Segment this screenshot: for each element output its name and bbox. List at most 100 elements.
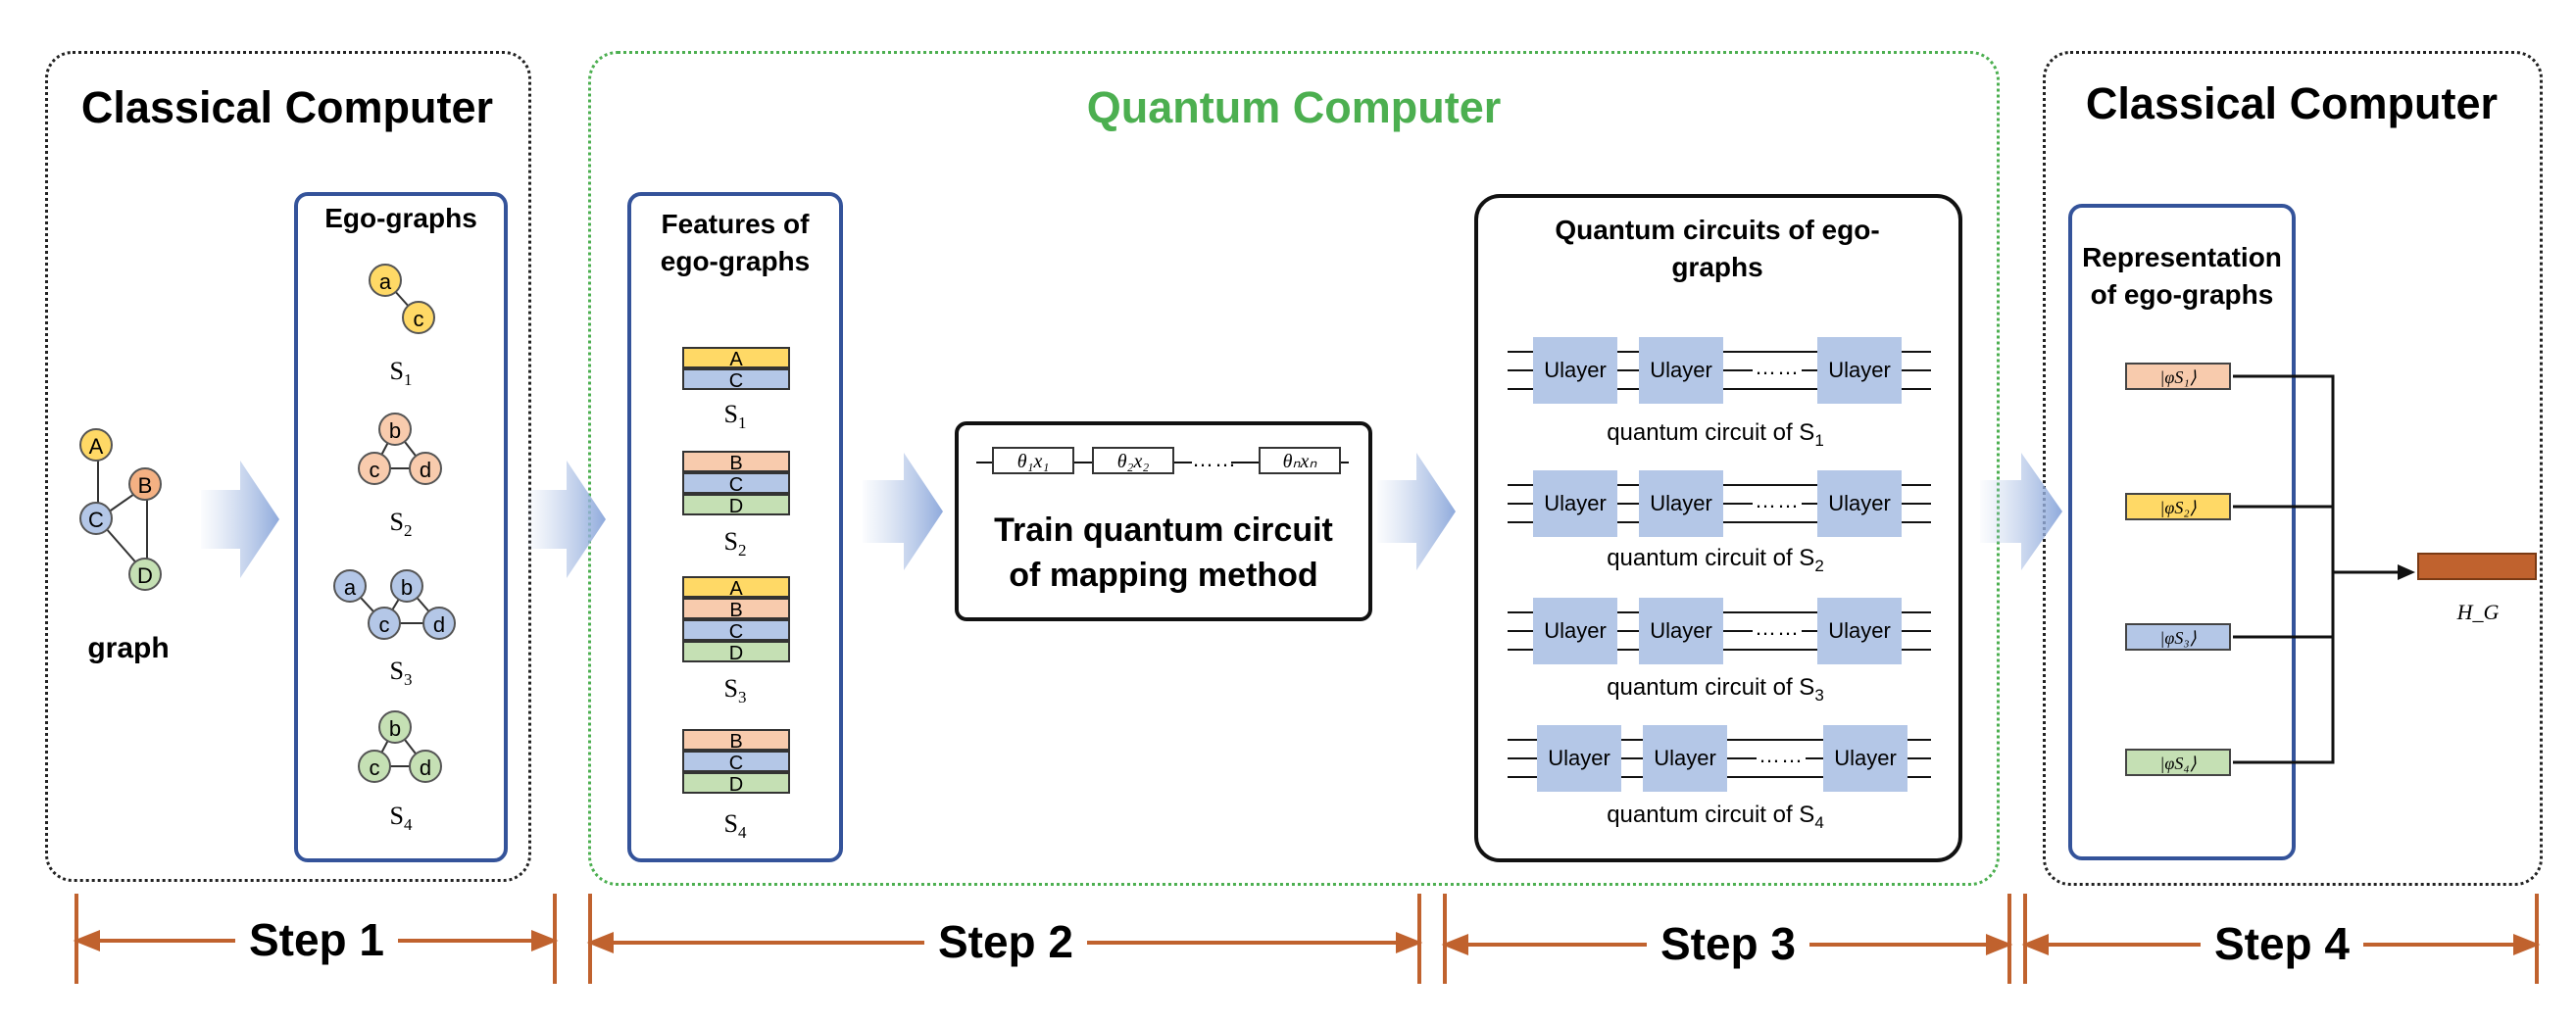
train-title-line2: of mapping method — [1009, 557, 1318, 594]
representation-title: Representation of ego-graphs — [2072, 239, 2292, 314]
ket-s4: |φS₄⟩ — [2125, 749, 2231, 776]
quantum-circuits-title: Quantum circuits of ego- graphs — [1510, 212, 1925, 286]
circuit-row-2: Ulayer Ulayer …… Ulayer — [1508, 470, 1931, 537]
train-gate-1: θ₁x₁ — [992, 447, 1074, 474]
ego-s4-node-c: c — [358, 750, 391, 783]
train-circuit-title: Train quantum circuit of mapping method — [959, 508, 1368, 598]
ego-s3-node-c: c — [368, 607, 401, 640]
step-3-label-wrap: Step 3 — [1447, 917, 2009, 970]
ulayer-block: Ulayer — [1817, 337, 1902, 404]
circuit-row-1: Ulayer Ulayer …… Ulayer — [1508, 337, 1931, 404]
ego-s3-node-b: b — [390, 569, 423, 603]
train-gate-2: θ₂x₂ — [1092, 447, 1174, 474]
ego-s2-label: S2 — [389, 508, 413, 541]
flow-arrow-5 — [1980, 453, 2062, 570]
ego-s2-node-c: c — [358, 452, 391, 485]
ulayer-block: Ulayer — [1817, 598, 1902, 664]
flow-arrow-4 — [1377, 453, 1456, 570]
ego-s3-label: S3 — [389, 657, 413, 690]
ego-graphs-title: Ego-graphs — [324, 203, 477, 233]
graph-node-b: B — [128, 467, 162, 501]
step-1-label: Step 1 — [234, 914, 399, 965]
feature-s1-label: S1 — [723, 400, 747, 433]
ego-s4-node-d: d — [409, 750, 442, 783]
step-4-label-wrap: Step 4 — [2027, 917, 2537, 970]
train-gate-n: θₙxₙ — [1259, 447, 1341, 474]
feature-s3-row-d: D — [682, 641, 790, 664]
classical-computer-panel-right — [2043, 51, 2543, 886]
circuit-dots: …… — [1753, 615, 1802, 641]
ego-s4-node-b: b — [378, 710, 412, 744]
feature-s3-label: S3 — [723, 674, 747, 707]
step-2-label: Step 2 — [923, 916, 1088, 967]
circuit-caption-4: quantum circuit of S4 — [1607, 802, 1824, 832]
ket-s3: |φS₃⟩ — [2125, 623, 2231, 651]
representation-title-line1: Representation — [2082, 242, 2282, 272]
ego-s4-label: S4 — [389, 802, 413, 835]
graph-node-c: C — [79, 502, 113, 535]
circuit-dots: …… — [1753, 488, 1802, 513]
circuit-dots: …… — [1757, 743, 1806, 768]
ego-s3-node-d: d — [422, 607, 456, 640]
train-gate-dots: …… — [1192, 447, 1237, 472]
flow-arrow-2 — [527, 461, 606, 578]
ulayer-block: Ulayer — [1823, 725, 1907, 792]
circuit-caption-1: quantum circuit of S1 — [1607, 419, 1824, 450]
feature-s2-row-c: C — [682, 472, 790, 496]
ego-s3-node-a: a — [333, 569, 367, 603]
quantum-computer-title: Quantum Computer — [1086, 82, 1502, 132]
circuit-row-4: Ulayer Ulayer …… Ulayer — [1508, 725, 1931, 792]
ulayer-block: Ulayer — [1817, 470, 1902, 537]
step-3-label: Step 3 — [1646, 918, 1810, 969]
representation-title-line2: of ego-graphs — [2090, 279, 2274, 310]
graph-node-a: A — [79, 428, 113, 462]
features-title-line1: Features of — [661, 209, 810, 239]
features-title: Features of ego-graphs — [631, 206, 839, 280]
ego-graphs-box — [294, 192, 508, 862]
feature-s4-label: S4 — [723, 809, 747, 843]
classical-computer-title-right: Classical Computer — [2085, 78, 2499, 128]
ulayer-block: Ulayer — [1639, 337, 1723, 404]
ulayer-block: Ulayer — [1533, 598, 1617, 664]
classical-computer-title-left: Classical Computer — [80, 82, 494, 132]
feature-s3-row-a: A — [682, 576, 790, 600]
circuit-row-3: Ulayer Ulayer …… Ulayer — [1508, 598, 1931, 664]
ego-s1-label: S1 — [389, 357, 413, 390]
circuits-title-line2: graphs — [1671, 252, 1763, 282]
circuit-rows-container: Ulayer Ulayer …… Ulayer quantum circuit … — [1500, 337, 1931, 847]
feature-s2-row-d: D — [682, 494, 790, 517]
ego-s2-node-b: b — [378, 413, 412, 446]
flow-arrow-3 — [863, 453, 943, 570]
feature-s3-row-b: B — [682, 598, 790, 621]
ulayer-block: Ulayer — [1533, 337, 1617, 404]
feature-s4-row-d: D — [682, 772, 790, 796]
graph-node-d: D — [128, 558, 162, 591]
feature-s1-row-c: C — [682, 368, 790, 392]
step-1-label-wrap: Step 1 — [78, 913, 555, 966]
ket-s1: |φS₁⟩ — [2125, 363, 2231, 390]
feature-s2-row-b: B — [682, 451, 790, 474]
feature-s1-row-a: A — [682, 347, 790, 370]
quantum-computer-panel — [588, 51, 2000, 886]
circuit-dots: …… — [1753, 355, 1802, 380]
circuit-caption-2: quantum circuit of S2 — [1607, 545, 1824, 575]
ego-s1-node-c: c — [402, 301, 435, 334]
ulayer-block: Ulayer — [1639, 470, 1723, 537]
step-2-label-wrap: Step 2 — [592, 915, 1419, 968]
output-label: H_G — [2456, 600, 2500, 624]
circuits-title-line1: Quantum circuits of ego- — [1555, 215, 1880, 245]
features-title-line2: ego-graphs — [660, 246, 811, 276]
feature-s4-row-c: C — [682, 751, 790, 774]
output-embedding-bar — [2417, 553, 2537, 580]
circuit-caption-3: quantum circuit of S3 — [1607, 674, 1824, 705]
train-title-line1: Train quantum circuit — [994, 512, 1333, 549]
feature-s3-row-c: C — [682, 619, 790, 643]
feature-s2-label: S2 — [723, 527, 747, 560]
ego-s1-node-a: a — [369, 264, 402, 297]
ket-s2: |φS₂⟩ — [2125, 493, 2231, 520]
ulayer-block: Ulayer — [1639, 598, 1723, 664]
step-4-label: Step 4 — [2200, 918, 2364, 969]
